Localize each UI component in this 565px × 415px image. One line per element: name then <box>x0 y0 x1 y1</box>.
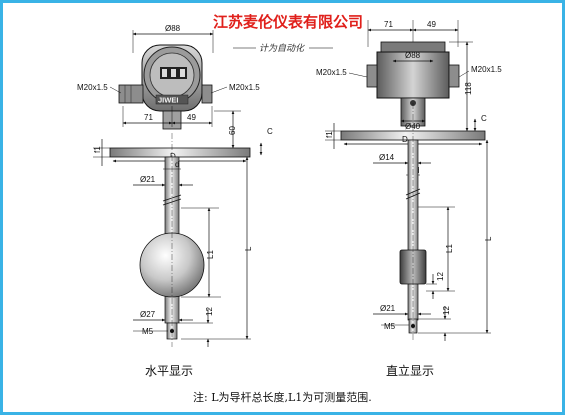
left-cable-left: M20x1.5 <box>77 83 108 92</box>
left-c: C <box>267 127 273 136</box>
right-tube-dia: Ø14 <box>379 153 395 162</box>
right-cable-right: M20x1.5 <box>471 65 502 74</box>
right-l1: L1 <box>445 244 454 253</box>
left-l1: L1 <box>206 250 215 259</box>
left-tube-dia: Ø21 <box>140 175 156 184</box>
caption-horizontal: 水平显示 <box>145 364 193 378</box>
right-h12b: 12 <box>442 306 451 315</box>
left-m5: M5 <box>142 327 154 336</box>
left-d: d <box>175 160 179 169</box>
right-h12a: 12 <box>436 272 445 281</box>
left-width-left: 71 <box>144 113 153 122</box>
right-view: 71 49 Ø88 M20x1.5 M20x1.5 Ø40 118 C f1 <box>316 20 502 341</box>
left-flange <box>109 147 251 158</box>
housing-brand: JIWEI <box>158 96 178 105</box>
right-float <box>399 249 427 285</box>
company-slogan: 计为自动化 <box>259 43 305 54</box>
right-width-right: 49 <box>427 20 436 29</box>
left-flange-d: D <box>170 152 176 161</box>
right-flange-d: D <box>402 135 408 144</box>
left-l: L <box>244 246 253 251</box>
right-gland-right <box>448 64 460 88</box>
left-width-right: 49 <box>187 113 196 122</box>
left-h12: 12 <box>205 307 214 316</box>
left-gland-right <box>201 84 213 104</box>
right-f1: f1 <box>325 131 334 138</box>
right-gland-left <box>366 64 378 88</box>
left-f1: f1 <box>93 146 102 153</box>
right-bottom-dia: Ø21 <box>380 304 396 313</box>
right-c: C <box>481 114 487 123</box>
right-housing-dia: Ø88 <box>405 51 421 60</box>
left-view: Ø88 JIWEI M20x1.5 M20x1.5 71 49 <box>77 24 273 347</box>
right-height-118: 118 <box>464 82 473 95</box>
right-width-left: 71 <box>384 20 393 29</box>
footnote: 注: L为导杆总长度,L1为可测量范围. <box>193 390 372 404</box>
right-l: L <box>484 236 493 241</box>
left-cable-right: M20x1.5 <box>229 83 260 92</box>
right-cable-left: M20x1.5 <box>316 68 347 77</box>
left-housing-dia: Ø88 <box>165 24 181 33</box>
right-m5: M5 <box>384 322 396 331</box>
technical-drawing: 江苏麦伦仪表有限公司 计为自动化 Ø88 JIWEI M20x1.5 M20x1… <box>77 13 502 404</box>
left-height-60: 60 <box>228 126 237 135</box>
caption-vertical: 直立显示 <box>386 363 434 378</box>
company-name: 江苏麦伦仪表有限公司 <box>213 13 363 31</box>
left-ball-dia: Ø27 <box>140 310 156 319</box>
